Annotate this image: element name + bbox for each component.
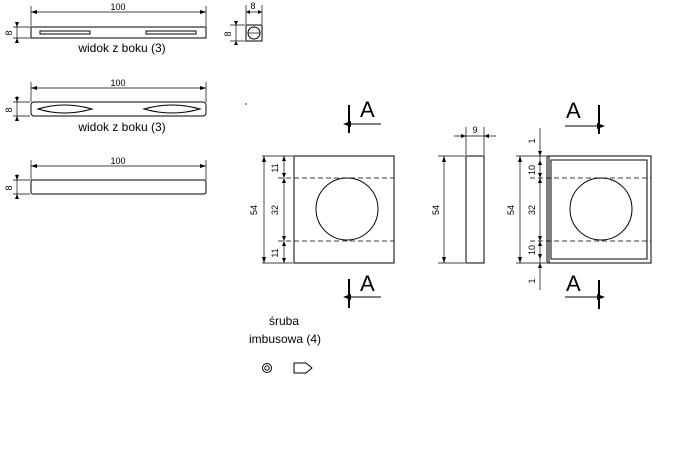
plate-section-label-top: A bbox=[566, 98, 581, 123]
plate-front-hole-dim: 32 bbox=[270, 205, 280, 215]
plate-section-hole bbox=[569, 177, 633, 241]
screw-views: śruba imbusowa (4) bbox=[249, 314, 321, 374]
plate-front-section-label-top: A bbox=[360, 97, 375, 122]
plate-side-thickness-dim: 9 bbox=[472, 125, 477, 135]
rod-1-length-dim: 100 bbox=[110, 2, 125, 12]
rod-2-length-dim: 100 bbox=[110, 78, 125, 88]
rod-1-thickness-dim: 8 bbox=[4, 30, 14, 35]
plate-front-hole bbox=[315, 177, 379, 241]
plate-front-view: A 54 11 32 11 A bbox=[249, 97, 395, 308]
plate-section-body bbox=[546, 155, 652, 264]
rod-2-caption: widok z boku (3) bbox=[77, 120, 165, 134]
rod-3-view: 100 8 bbox=[4, 156, 207, 199]
rod-1-caption: widok z boku (3) bbox=[77, 41, 165, 55]
screw-caption-line1: śruba bbox=[269, 314, 299, 328]
rod-2-body bbox=[30, 101, 207, 117]
plate-section-label-bottom: A bbox=[566, 271, 581, 296]
rod-2-thickness-dim: 8 bbox=[4, 107, 14, 112]
plate-section-bottom-offset-dim: 10 bbox=[527, 245, 537, 255]
plate-side-height-dim: 54 bbox=[431, 205, 441, 215]
plate-side-body bbox=[465, 155, 485, 264]
plate-front-bottom-offset-dim: 11 bbox=[270, 248, 280, 257]
plate-section-height-dim: 54 bbox=[506, 205, 516, 215]
rod-3-body bbox=[30, 179, 207, 195]
rod-1-end-view bbox=[245, 24, 263, 42]
plate-side-view: 9 54 bbox=[431, 125, 496, 264]
plate-section-outer-top-dim: 1 bbox=[527, 138, 537, 143]
rod-3-thickness-dim: 8 bbox=[4, 185, 14, 190]
screw-head-icon bbox=[262, 363, 272, 373]
rod-1-view: 100 8 widok z boku (3) 8 8 bbox=[4, 1, 263, 55]
screw-caption-line2: imbusowa (4) bbox=[249, 332, 321, 346]
rod-3-length-dim: 100 bbox=[110, 156, 125, 166]
screw-side-icon bbox=[293, 362, 313, 374]
plate-section-view: A 54 1 10 32 10 1 A bbox=[506, 98, 652, 309]
rod-1-end-width-dim: 8 bbox=[250, 1, 255, 11]
plate-section-hole-dim: 32 bbox=[527, 205, 537, 215]
plate-front-body bbox=[293, 155, 395, 264]
rod-1-body bbox=[30, 26, 207, 39]
plate-front-top-offset-dim: 11 bbox=[270, 163, 280, 172]
rod-2-view: 100 8 widok z boku (3) bbox=[4, 78, 207, 134]
plate-section-outer-bottom-dim: 1 bbox=[527, 278, 537, 283]
plate-front-height-dim: 54 bbox=[249, 205, 259, 215]
rod-1-end-height-dim: 8 bbox=[223, 31, 233, 36]
plate-front-section-label-bottom: A bbox=[360, 271, 375, 296]
plate-section-top-offset-dim: 10 bbox=[527, 165, 537, 175]
